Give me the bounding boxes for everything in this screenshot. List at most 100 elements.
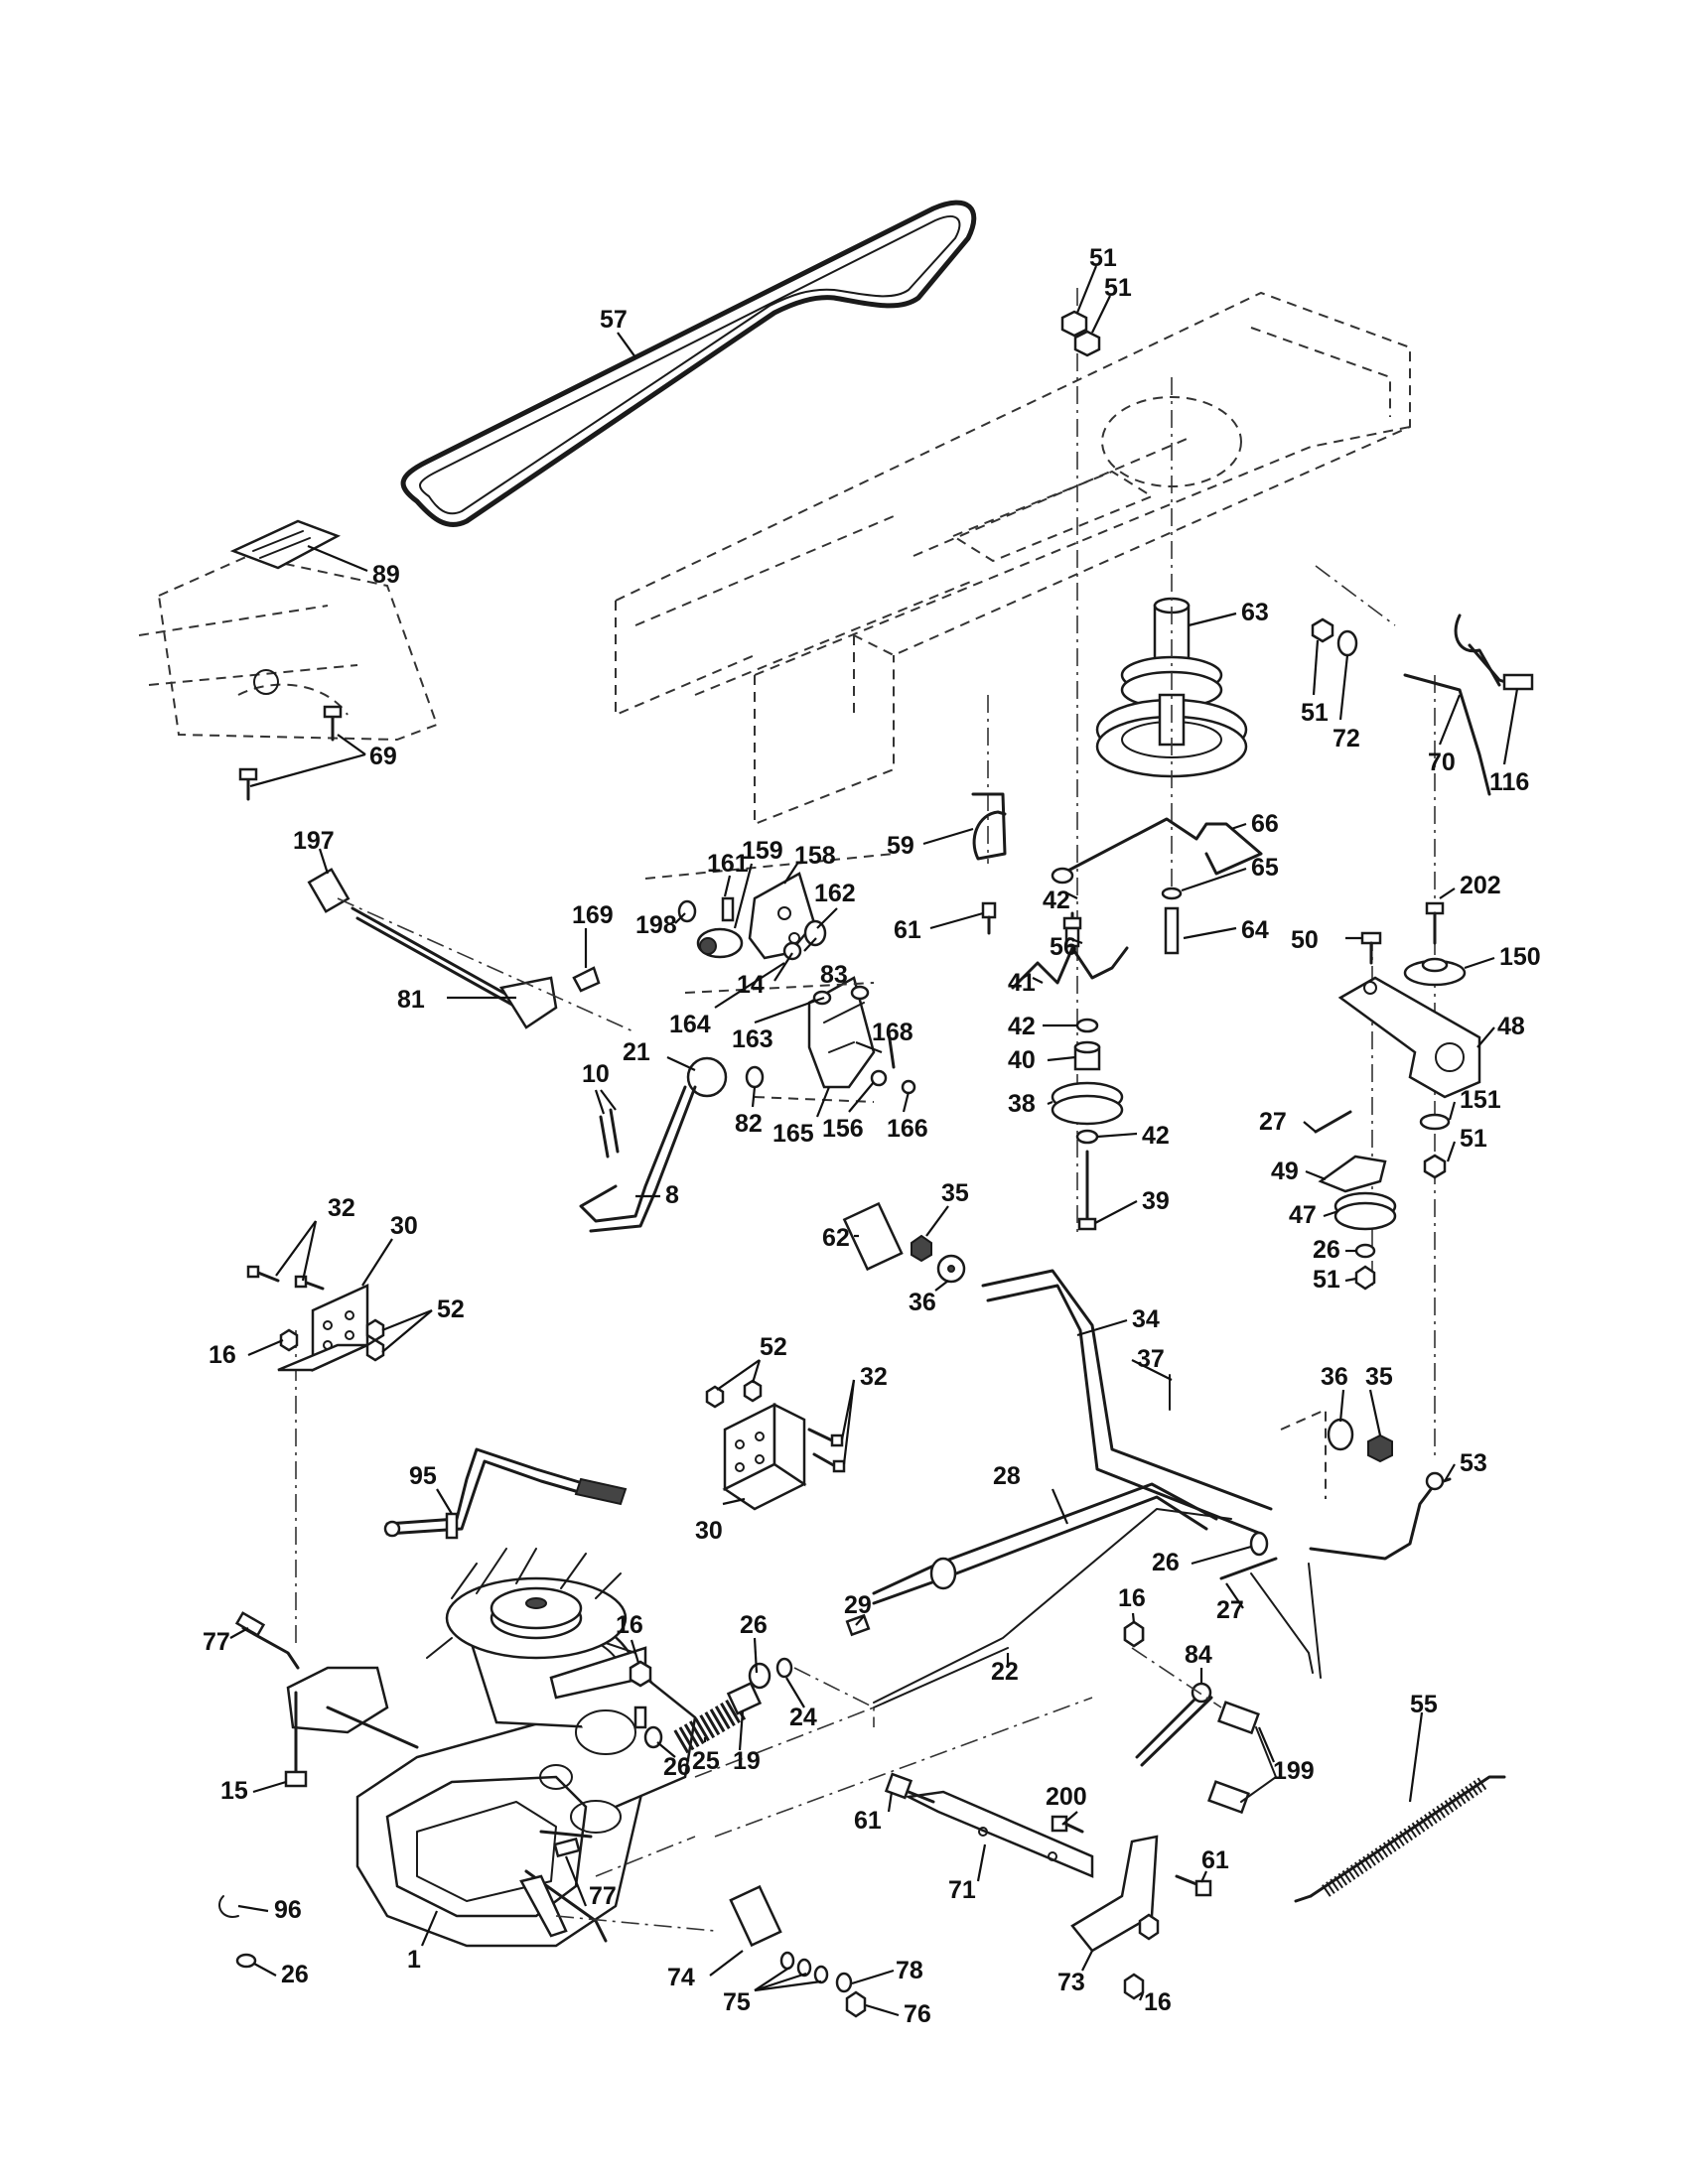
part-label: 158 [794, 842, 836, 870]
part-label: 30 [695, 1517, 723, 1545]
part-label: 49 [1271, 1158, 1299, 1185]
part-51-72-washer [1311, 617, 1358, 657]
part-label: 27 [1259, 1108, 1287, 1136]
part-label: 200 [1046, 1783, 1087, 1811]
cooling-fan [426, 1548, 636, 1660]
part-label: 74 [667, 1964, 695, 1991]
part-label: 73 [1057, 1969, 1085, 1996]
part-label: 16 [1118, 1584, 1146, 1612]
part-label: 61 [1201, 1846, 1229, 1874]
part-label: 56 [1050, 933, 1077, 961]
part-label: 156 [822, 1115, 864, 1143]
part-30-bracket-left [246, 1265, 385, 1372]
part-label: 197 [293, 827, 335, 855]
part-51-nuts [1060, 310, 1101, 357]
rods-28-22 [845, 1482, 1232, 1708]
part-label: 19 [733, 1747, 761, 1775]
part-label: 70 [1428, 749, 1456, 776]
part-label: 26 [281, 1961, 309, 1988]
part-label: 59 [887, 832, 914, 860]
part-label: 77 [203, 1628, 230, 1656]
part-1-transaxle [286, 1609, 697, 1948]
part-label: 37 [1137, 1345, 1165, 1373]
part-label: 48 [1497, 1013, 1525, 1040]
part-label: 15 [220, 1777, 248, 1805]
brake-linkage [644, 853, 916, 1103]
part-label: 52 [437, 1296, 465, 1323]
part-label: 25 [692, 1747, 720, 1775]
part-label: 83 [820, 961, 848, 989]
part-label: 14 [737, 971, 765, 999]
part-label: 164 [669, 1011, 711, 1038]
part-label: 10 [582, 1060, 610, 1088]
part-label: 34 [1132, 1305, 1160, 1333]
part-label: 198 [635, 911, 677, 939]
part-label: 24 [789, 1704, 817, 1731]
part-95-rod [383, 1447, 628, 1540]
part-label: 78 [896, 1957, 923, 1984]
part-label: 51 [1089, 244, 1117, 272]
part-label: 51 [1104, 274, 1132, 302]
part-96-26 [218, 1895, 257, 1969]
part-82-clip [745, 1065, 765, 1089]
part-label: 42 [1043, 887, 1070, 914]
part-label: 26 [1313, 1236, 1340, 1264]
part-label: 169 [572, 901, 614, 929]
drive-belt-57 [400, 200, 977, 527]
part-label: 1 [407, 1946, 421, 1974]
part-label: 22 [991, 1658, 1019, 1686]
part-label: 47 [1289, 1201, 1317, 1229]
part-label: 84 [1185, 1641, 1212, 1669]
part-label: 159 [742, 837, 783, 865]
spring-group [629, 1657, 875, 1754]
part-70-link [1403, 614, 1534, 796]
part-label: 30 [390, 1212, 418, 1240]
tractor-frame [615, 291, 1411, 826]
part-label: 42 [1008, 1013, 1036, 1040]
part-label: 168 [872, 1019, 913, 1046]
part-label: 89 [372, 561, 400, 589]
part-69-bolts [238, 705, 343, 801]
part-label: 165 [772, 1120, 814, 1148]
part-30-bracket-middle [705, 1379, 846, 1511]
part-label: 51 [1313, 1266, 1340, 1294]
part-label: 116 [1489, 768, 1529, 796]
right-idler-group [1314, 901, 1481, 1291]
part-label: 21 [623, 1038, 650, 1066]
leader-lines [229, 265, 1519, 2017]
part-77-pins [234, 1611, 593, 1858]
part-label: 50 [1291, 926, 1319, 954]
part-71-73-bracket [884, 1772, 1212, 2000]
part-label: 55 [1410, 1691, 1438, 1718]
part-label: 151 [1460, 1086, 1501, 1114]
part-label: 8 [665, 1181, 679, 1209]
part-label: 71 [948, 1876, 976, 1904]
part-label: 166 [887, 1115, 928, 1143]
part-label: 16 [209, 1341, 236, 1369]
part-label: 63 [1241, 599, 1269, 626]
part-label: 82 [735, 1110, 763, 1138]
part-label: 51 [1301, 699, 1329, 727]
part-label: 163 [732, 1025, 773, 1053]
part-label: 26 [663, 1753, 691, 1781]
part-label: 36 [909, 1289, 936, 1316]
part-35-36-right [1280, 1408, 1393, 1499]
part-label: 150 [1499, 943, 1541, 971]
part-169-clip [572, 966, 601, 993]
part-label: 65 [1251, 854, 1279, 882]
part-label: 162 [814, 880, 856, 907]
part-label: 51 [1460, 1125, 1487, 1153]
part-label: 75 [723, 1988, 751, 2016]
part-label: 77 [589, 1882, 617, 1910]
part-label: 26 [1152, 1549, 1180, 1576]
part-81-shaft [307, 868, 636, 1033]
part-label: 61 [854, 1807, 882, 1835]
part-label: 81 [397, 986, 425, 1014]
part-8-lever [579, 1085, 697, 1233]
part-label: 202 [1460, 872, 1501, 899]
part-label: 38 [1008, 1090, 1036, 1118]
part-21-knob [686, 1056, 728, 1098]
part-label: 161 [707, 850, 749, 878]
part-label: 16 [616, 1611, 643, 1639]
